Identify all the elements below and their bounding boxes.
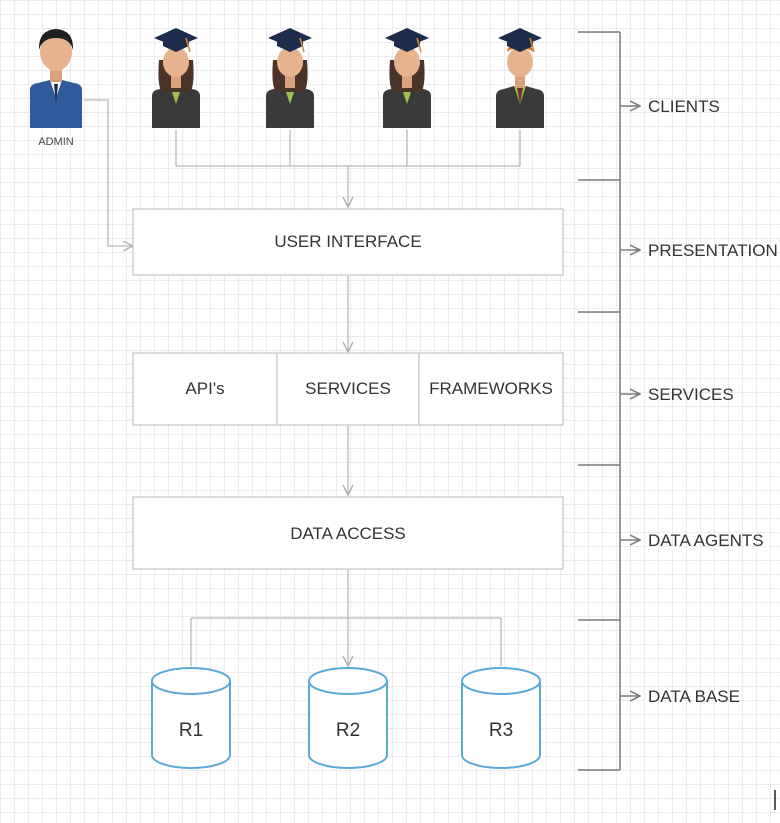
services-label: SERVICES — [305, 379, 391, 398]
tier-label-data-base: DATA BASE — [648, 687, 740, 706]
services-box — [276, 352, 420, 426]
apis-box — [132, 352, 278, 426]
tier-bracket — [578, 31, 621, 771]
frameworks-label: FRAMEWORKS — [429, 379, 553, 398]
text-cursor — [774, 790, 776, 810]
user-interface-box — [132, 208, 564, 276]
graduate-student-icon — [152, 28, 200, 128]
data-access-box — [132, 496, 564, 570]
database-cylinder-icon — [151, 667, 231, 769]
tier-label-data-agents: DATA AGENTS — [648, 531, 764, 550]
tier-label-presentation: PRESENTATION — [648, 241, 778, 260]
apis-label: API's — [185, 379, 224, 398]
tier-label-services: SERVICES — [648, 385, 734, 404]
graduate-student-icon — [496, 28, 544, 128]
database-cylinder-icon — [308, 667, 388, 769]
connector-lines — [84, 99, 521, 666]
frameworks-box — [418, 352, 564, 426]
tier-arrows — [620, 106, 640, 696]
user-interface-label: USER INTERFACE — [274, 232, 421, 251]
data-access-label: DATA ACCESS — [290, 524, 406, 543]
database-r3-label: R3 — [489, 720, 513, 741]
database-r2-label: R2 — [336, 720, 360, 741]
database-r1-label: R1 — [179, 720, 203, 741]
admin-label: ADMIN — [38, 136, 74, 148]
database-cylinder-icon — [461, 667, 541, 769]
graduate-student-icon — [383, 28, 431, 128]
tier-label-clients: CLIENTS — [648, 97, 720, 116]
admin-person-icon — [30, 29, 82, 128]
graduate-student-icon — [266, 28, 314, 128]
